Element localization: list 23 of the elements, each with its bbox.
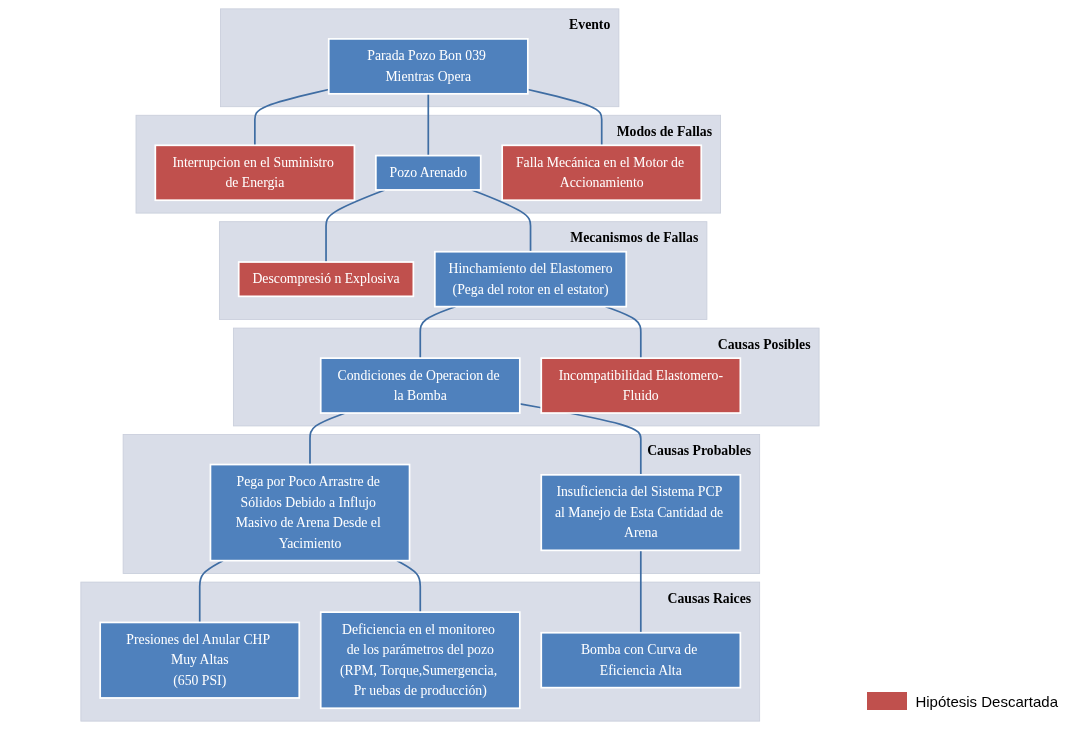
node-box: Descompresió n Explosiva <box>237 261 415 298</box>
node-box: Insuficiencia del Sistema PCP al Manejo de Esta Cantidad de Arena <box>540 473 742 552</box>
connector <box>427 92 430 157</box>
connector <box>325 189 386 263</box>
node-box: Deficiencia en el monitoreo de los parámetros del pozo (RPM, Torque,Sumergencia, Pr uebas de producción) <box>319 611 521 710</box>
connector <box>527 88 603 147</box>
connector <box>396 559 422 613</box>
node-box: Pozo Arenado <box>375 154 482 191</box>
connector <box>470 189 532 253</box>
node-box: Presiones del Anular CHP Muy Altas (650 PSI) <box>99 621 301 699</box>
node-box: Pega por Poco Arrastre de Sólidos Debido a Influjo Masivo de Arena Desde el Yacimiento <box>209 463 411 562</box>
connector <box>419 305 457 359</box>
node-box: Bomba con Curva de Eficiencia Alta <box>540 631 742 689</box>
legend-text: Hipótesis Descartada <box>915 692 1058 710</box>
node-box: Interrupcion en el Suministro de Energia <box>154 144 356 202</box>
node-box: Falla Mecánica en el Motor de Accionamiento <box>501 144 703 202</box>
connector <box>639 549 642 634</box>
node-box: Incompatibilidad Elastomero-Fluido <box>540 357 742 414</box>
node-box: Hinchamiento del Elastomero (Pega del rotor en el estator) <box>433 250 628 308</box>
node-box: Condiciones de Operacion de la Bomba <box>319 357 521 414</box>
node-box: Parada Pozo Bon 039 Mientras Opera <box>327 38 529 95</box>
connector <box>198 559 224 624</box>
connector <box>604 305 642 359</box>
